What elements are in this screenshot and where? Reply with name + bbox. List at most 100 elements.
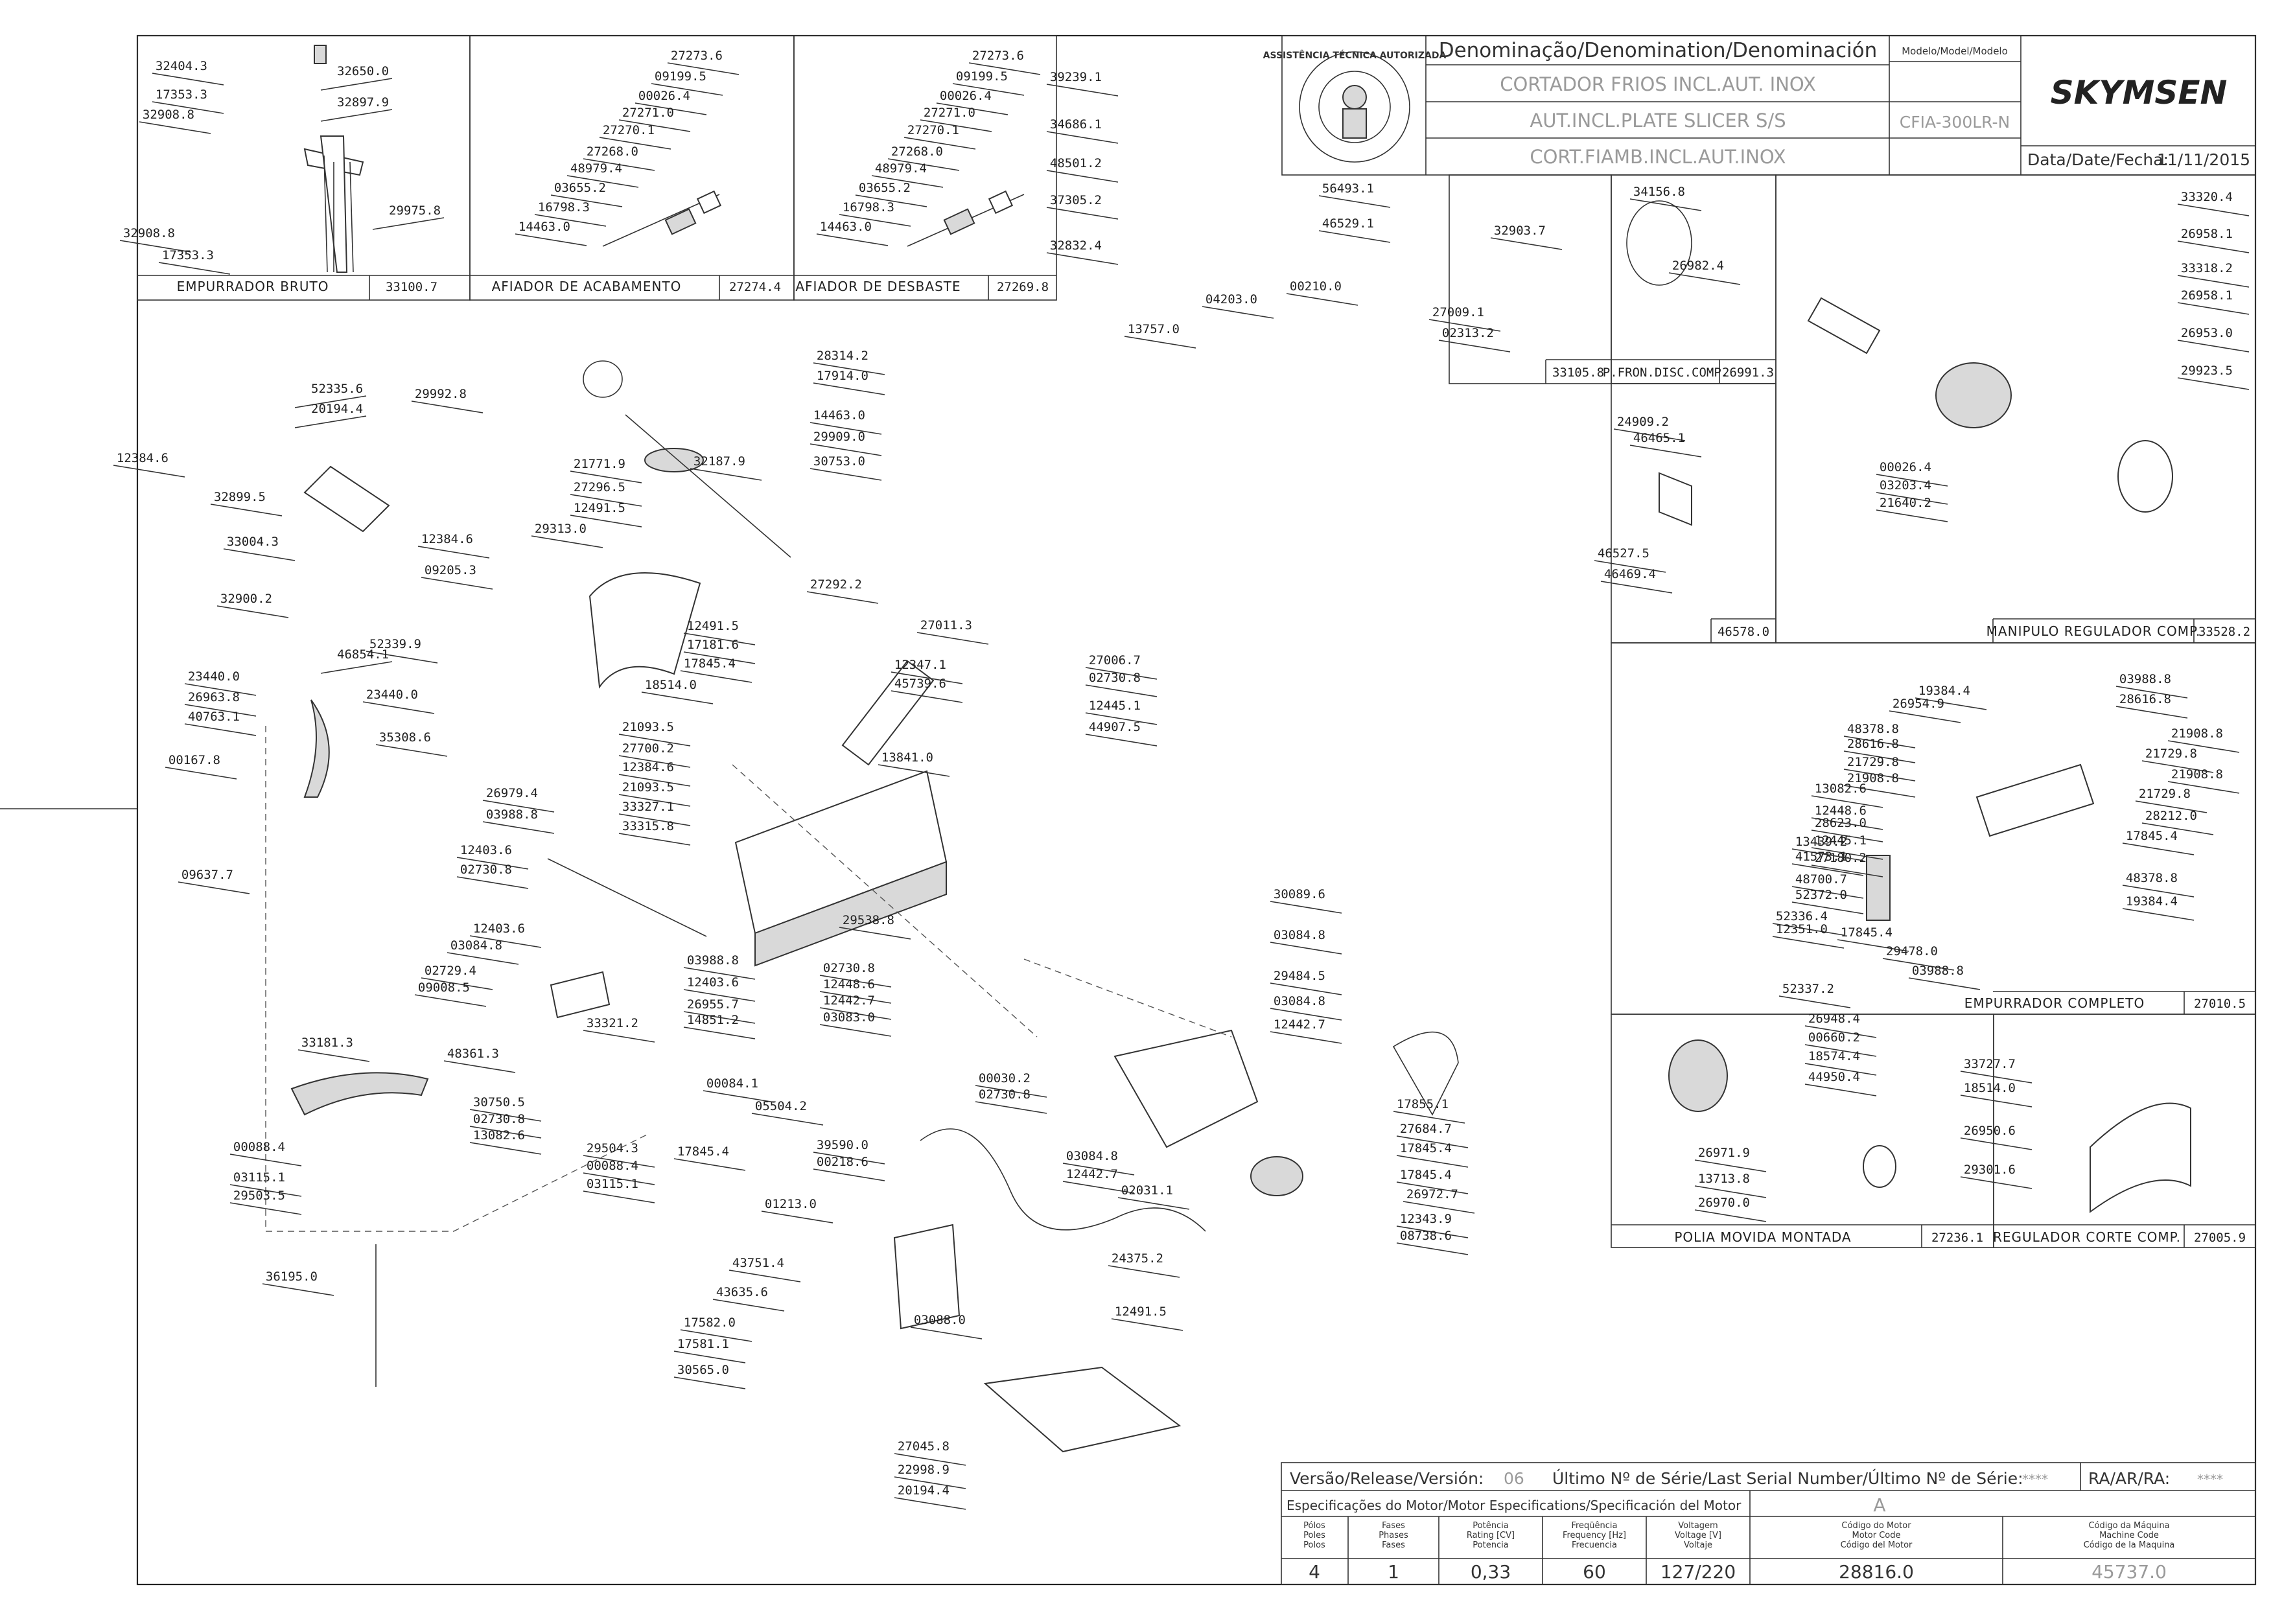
part-number-box_33105_parts-1: 27009.1 bbox=[1432, 305, 1484, 319]
afiador-acabamento-box: AFIADOR DE ACABAMENTO 27274.4 bbox=[469, 35, 795, 301]
leader-line-motor-16 bbox=[1117, 1197, 1190, 1210]
part-number-plate-1: 22998.9 bbox=[898, 1463, 949, 1477]
part-number-empc_left-5: 21908.8 bbox=[1847, 771, 1899, 785]
part-number-cable-3: 01213.0 bbox=[765, 1197, 817, 1211]
leader-line-regulador_parts-2 bbox=[1960, 1137, 2033, 1150]
part-number-main_left-12: 23440.0 bbox=[366, 688, 418, 702]
part-number-cable-4: 36195.0 bbox=[266, 1270, 318, 1284]
part-number-main_left-15: 35308.6 bbox=[379, 730, 431, 745]
leader-line-empc_right-8 bbox=[2122, 885, 2195, 898]
part-number-main_shaft-5: 12403.6 bbox=[687, 975, 739, 990]
part-number-main_shaft-6: 26955.7 bbox=[687, 997, 739, 1012]
part-number-main_center-22: 21093.5 bbox=[622, 720, 674, 734]
part-number-main_center-20: 12445.1 bbox=[1089, 699, 1141, 713]
part-number-main_shaft-9: 12442.7 bbox=[823, 993, 875, 1008]
part-number-motor-5: 00030.2 bbox=[979, 1071, 1031, 1085]
part-number-main_left-16: 00167.8 bbox=[169, 753, 220, 767]
empurrador-completo-code: 27010.5 bbox=[2194, 997, 2246, 1011]
part-number-labels_col-3: 37305.2 bbox=[1050, 193, 1102, 207]
leader-line-motor-1 bbox=[1270, 942, 1342, 955]
part-number-main_lower-18: 17845.4 bbox=[677, 1144, 729, 1159]
leader-line-main_left-8 bbox=[216, 605, 289, 618]
part-number-empc_left-9: 12445.1 bbox=[1815, 833, 1867, 848]
leader-line-box_46578_parts-0 bbox=[1613, 428, 1686, 441]
leader-line-main_lower-8 bbox=[297, 1049, 370, 1062]
part-number-main_left-2: 29992.8 bbox=[415, 387, 467, 401]
leader-line-main_shaft-10 bbox=[819, 1024, 892, 1037]
leader-line-acab-6 bbox=[566, 175, 639, 188]
part-number-plate-0: 27045.8 bbox=[898, 1439, 949, 1454]
leader-line-box_46578_parts-1 bbox=[1629, 445, 1702, 458]
box-46578-code: 46578.0 bbox=[1718, 625, 1769, 639]
leader-line-main_shaft-6 bbox=[683, 1011, 756, 1024]
leader-line-main_left-16 bbox=[165, 767, 237, 780]
leader-line-main_center-28 bbox=[618, 833, 691, 846]
part-number-empc_left-8: 28623.0 bbox=[1815, 816, 1867, 830]
part-number-labels_col-5: 13757.0 bbox=[1128, 322, 1180, 336]
spec-col-2-label-1: Rating [CV] bbox=[1467, 1531, 1515, 1540]
part-number-motor-6: 02730.8 bbox=[979, 1087, 1031, 1102]
part-number-bruto-7: 17353.3 bbox=[162, 248, 214, 262]
spec-col-5-label-0: Código do Motor bbox=[1841, 1521, 1911, 1531]
part-number-manipulo_parts-3: 26958.1 bbox=[2181, 288, 2233, 303]
leader-line-motor-18 bbox=[1111, 1318, 1183, 1331]
part-number-empc_right-1: 28616.8 bbox=[2119, 692, 2171, 706]
spec-col-6-label-1: Machine Code bbox=[2099, 1531, 2159, 1540]
part-number-box_26991_parts-0: 34156.8 bbox=[1633, 185, 1685, 199]
leader-line-polia_parts-1 bbox=[1804, 1044, 1877, 1057]
part-number-main_left-10: 46854.1 bbox=[337, 647, 389, 662]
part-number-main_center-3: 29909.0 bbox=[813, 430, 865, 444]
afiador-desbaste-box: AFIADOR DE DESBASTE 27269.8 bbox=[793, 35, 1057, 301]
version-label: Versão/Release/Versión: bbox=[1290, 1469, 1484, 1488]
name-pt: CORTADOR FRIOS INCL.AUT. INOX bbox=[1500, 73, 1816, 95]
part-number-polia_parts-1: 00660.2 bbox=[1808, 1030, 1860, 1045]
part-number-empc_left-6: 13082.6 bbox=[1815, 782, 1867, 796]
leader-line-bruto-7 bbox=[158, 262, 231, 275]
part-number-motor-1: 03084.8 bbox=[1274, 928, 1325, 942]
leader-line-labels_col-1 bbox=[1046, 131, 1119, 144]
leader-line-main_shaft-8 bbox=[819, 991, 892, 1004]
leader-line-main_lower-1 bbox=[447, 952, 519, 965]
part-number-main_left-9: 52339.9 bbox=[369, 637, 421, 651]
part-number-main_left-11: 23440.0 bbox=[188, 669, 240, 684]
version-value: 06 bbox=[1504, 1469, 1524, 1488]
leader-line-main_shaft-2 bbox=[456, 857, 529, 870]
leader-line-main_left-14 bbox=[184, 723, 257, 736]
leader-line-empc_left-7 bbox=[1811, 817, 1883, 830]
spec-col-0-label-2: Polos bbox=[1303, 1540, 1325, 1550]
leader-line-plate-1 bbox=[894, 1476, 966, 1489]
part-number-empc_right-9: 19384.4 bbox=[2126, 894, 2178, 909]
leader-line-main_lower-10 bbox=[229, 1184, 302, 1197]
ra-value: **** bbox=[2197, 1472, 2223, 1487]
part-number-desb-7: 03655.2 bbox=[859, 181, 911, 195]
leader-line-main_lower-2 bbox=[421, 977, 493, 990]
leader-line-main_left-11 bbox=[184, 683, 257, 696]
leader-line-motor-0 bbox=[1270, 901, 1342, 914]
part-number-acab-9: 14463.0 bbox=[518, 220, 570, 234]
part-number-main_lower-2: 02729.4 bbox=[425, 964, 476, 978]
part-number-main_center-28: 33315.8 bbox=[622, 819, 674, 833]
part-number-main_center-13: 17181.6 bbox=[687, 638, 739, 652]
leader-line-empc_right-7 bbox=[2122, 842, 2195, 855]
leader-line-motor-13 bbox=[1403, 1201, 1475, 1214]
part-number-manipulo_parts-1: 26958.1 bbox=[2181, 227, 2233, 241]
name-es: CORT.FIAMB.INCL.AUT.INOX bbox=[1530, 146, 1786, 168]
leader-line-main_left-10 bbox=[320, 661, 393, 674]
name-en: AUT.INCL.PLATE SLICER S/S bbox=[1530, 110, 1786, 132]
leader-line-main_center-29 bbox=[839, 927, 911, 940]
leader-line-empc_left-2 bbox=[1843, 736, 1916, 748]
spec-col-3-label-2: Frecuencia bbox=[1572, 1540, 1617, 1550]
part-number-empc_left-7: 12448.6 bbox=[1815, 804, 1867, 818]
leader-line-bruto-2 bbox=[152, 101, 224, 114]
part-number-main_center-19: 02730.8 bbox=[1089, 671, 1141, 685]
part-number-polia_parts-4: 26971.9 bbox=[1698, 1146, 1750, 1160]
leader-line-motor-4 bbox=[1270, 1031, 1342, 1044]
part-number-main_left-5: 33004.3 bbox=[227, 535, 279, 549]
part-number-main_left-0: 52335.6 bbox=[311, 382, 363, 396]
part-number-cable-1: 39590.0 bbox=[817, 1138, 868, 1152]
part-number-desb-0: 27273.6 bbox=[972, 49, 1024, 63]
leader-line-motor-10 bbox=[1396, 1135, 1469, 1148]
title-block: ASSISTÊNCIA TÉCNICA AUTORIZADA Denominaç… bbox=[1263, 35, 2256, 176]
